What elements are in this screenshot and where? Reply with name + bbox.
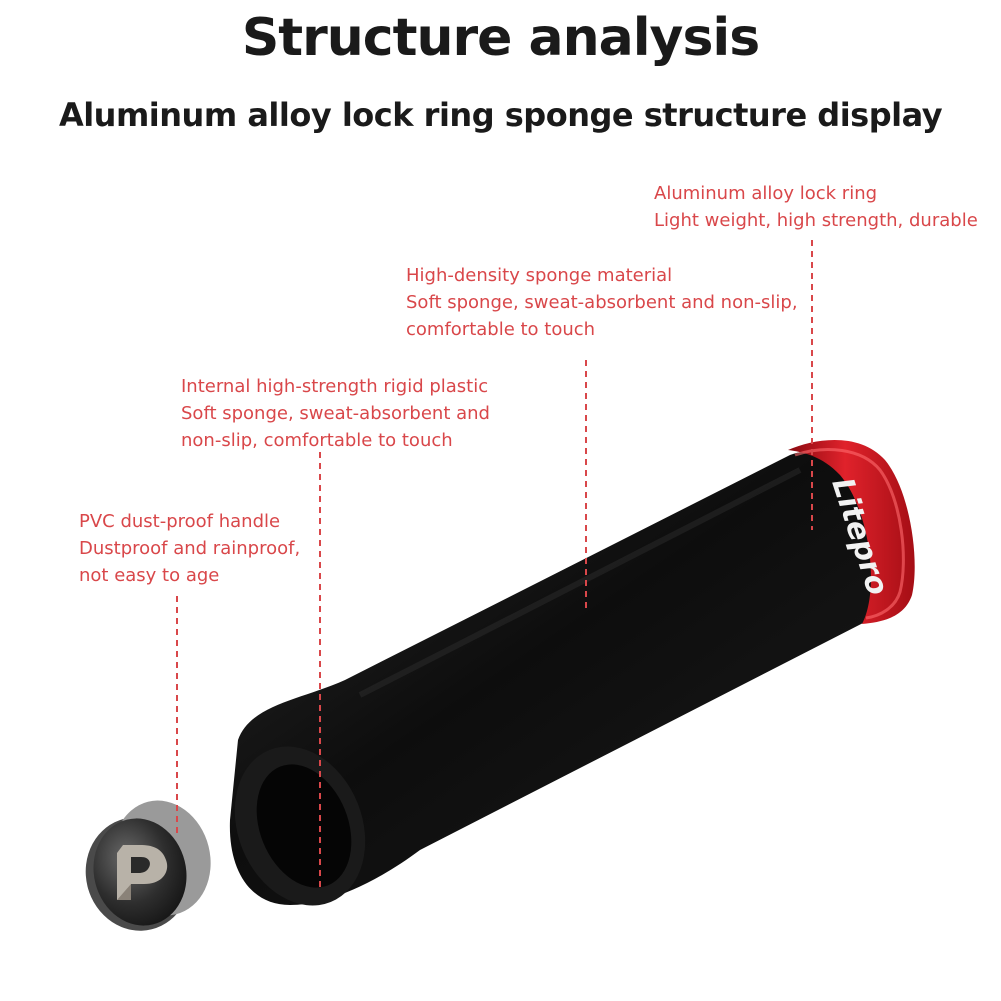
callout-lock-ring-desc: Light weight, high strength, durable	[654, 210, 978, 231]
end-cap	[85, 800, 211, 931]
callout-pvc-desc-2: not easy to age	[79, 565, 220, 586]
lock-ring	[788, 439, 915, 624]
callout-plastic-desc-2: non-slip, comfortable to touch	[181, 430, 453, 451]
callout-lock-ring-title: Aluminum alloy lock ring	[654, 183, 878, 204]
callout-pvc-title: PVC dust-proof handle	[79, 511, 281, 532]
grip-opening	[234, 746, 366, 906]
callout-sponge-desc-1: Soft sponge, sweat-absorbent and non-sli…	[406, 292, 798, 313]
callout-sponge: High-density sponge material Soft sponge…	[406, 262, 798, 343]
callout-lock-ring: Aluminum alloy lock ring Light weight, h…	[654, 180, 978, 234]
callout-pvc-desc-1: Dustproof and rainproof,	[79, 538, 301, 559]
callout-sponge-desc-2: comfortable to touch	[406, 319, 596, 340]
page-title: Structure analysis	[241, 8, 760, 68]
page-subtitle: Aluminum alloy lock ring sponge structur…	[58, 96, 943, 134]
callout-plastic: Internal high-strength rigid plastic Sof…	[181, 373, 490, 454]
callout-plastic-title: Internal high-strength rigid plastic	[181, 376, 489, 397]
callout-sponge-title: High-density sponge material	[406, 265, 673, 286]
callout-pvc: PVC dust-proof handle Dustproof and rain…	[79, 508, 300, 589]
cap-logo-icon	[117, 845, 168, 900]
callout-plastic-desc-1: Soft sponge, sweat-absorbent and	[181, 403, 490, 424]
sponge-grip	[229, 451, 899, 905]
